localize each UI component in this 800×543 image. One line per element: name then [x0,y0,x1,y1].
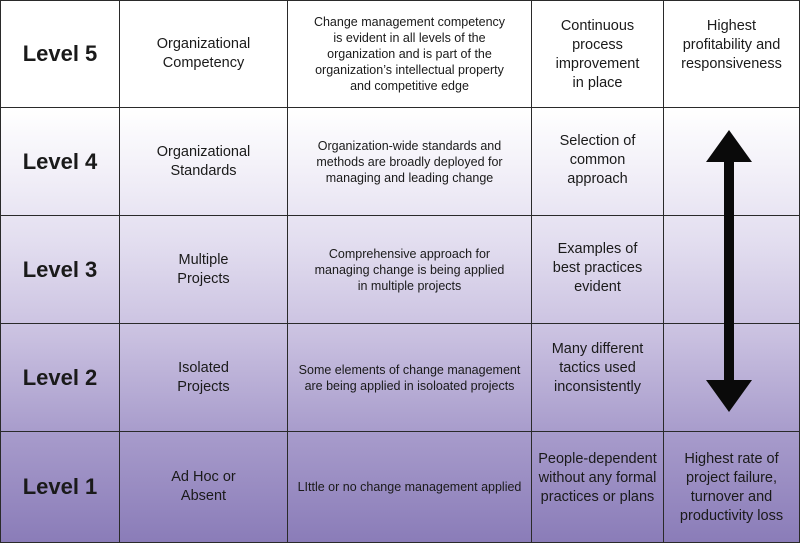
level-characteristic: Selection of common approach [532,108,664,216]
level-characteristic: Examples of best practices evident [532,216,664,324]
level-name: Organizational Standards [120,108,288,216]
level-name: Isolated Projects [120,324,288,432]
level-name: Ad Hoc or Absent [120,432,288,543]
level-outcome: Highest rate of project failure, turnove… [664,432,800,543]
level-description: Organization-wide standards and methods … [288,108,532,216]
level-label: Level 5 [0,0,120,108]
double-headed-vertical-arrow-icon [706,130,752,412]
level-description: Comprehensive approach for managing chan… [288,216,532,324]
level-name: Organizational Competency [120,0,288,108]
level-name: Multiple Projects [120,216,288,324]
level-description: LIttle or no change management applied [288,432,532,543]
level-label: Level 2 [0,324,120,432]
level-label: Level 4 [0,108,120,216]
level-label: Level 3 [0,216,120,324]
level-characteristic: Continuous process improvement in place [532,0,664,108]
level-description: Some elements of change management are b… [288,324,532,432]
level-outcome: Highest profitability and responsiveness [664,0,800,108]
level-description: Change management competency is evident … [288,0,532,108]
level-characteristic: People-dependent without any formal prac… [532,432,664,543]
level-label: Level 1 [0,432,120,543]
level-characteristic: Many different tactics used inconsistent… [532,324,664,432]
